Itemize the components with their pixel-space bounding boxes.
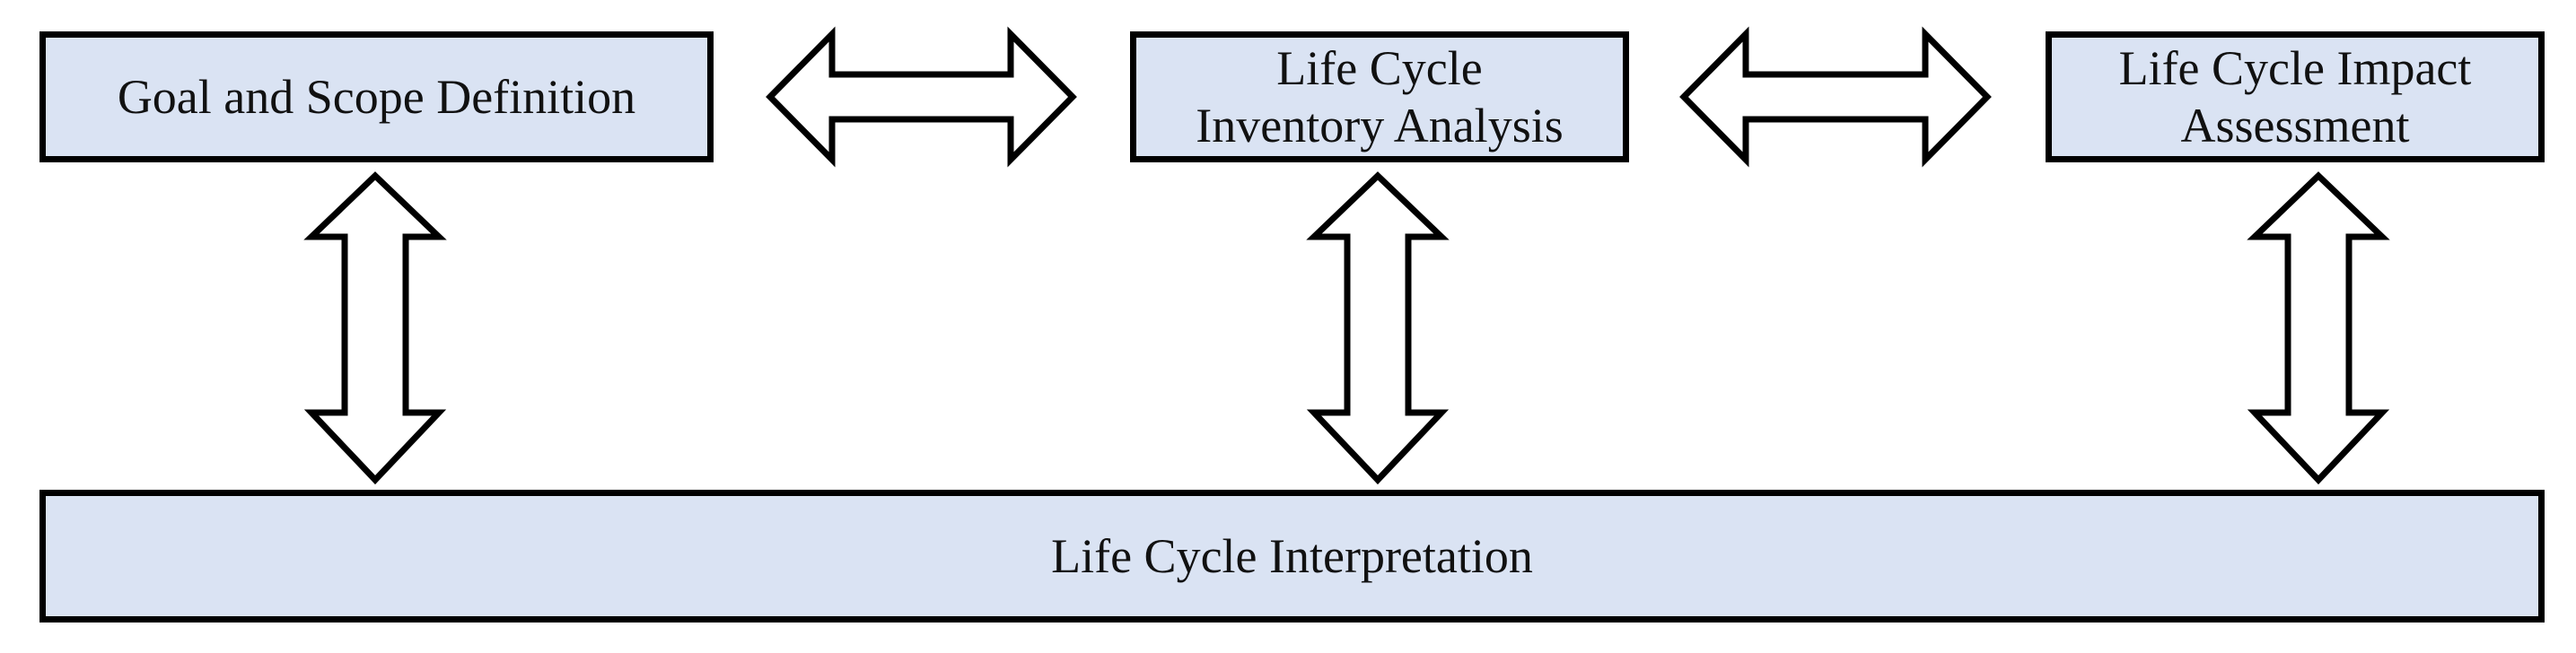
impact-assessment-box: Life Cycle Impact Assessment <box>2046 31 2545 162</box>
goal-inventory-double-arrow <box>766 26 1077 168</box>
inventory-analysis-box: Life Cycle Inventory Analysis <box>1130 31 1629 162</box>
goal-interpretation-double-arrow <box>303 171 447 485</box>
impact-interpretation-double-arrow <box>2247 171 2390 485</box>
goal-and-scope-box: Goal and Scope Definition <box>39 31 714 162</box>
inventory-impact-double-arrow <box>1679 26 1992 168</box>
interpretation-box: Life Cycle Interpretation <box>39 490 2545 623</box>
inventory-interpretation-double-arrow <box>1306 171 1450 485</box>
